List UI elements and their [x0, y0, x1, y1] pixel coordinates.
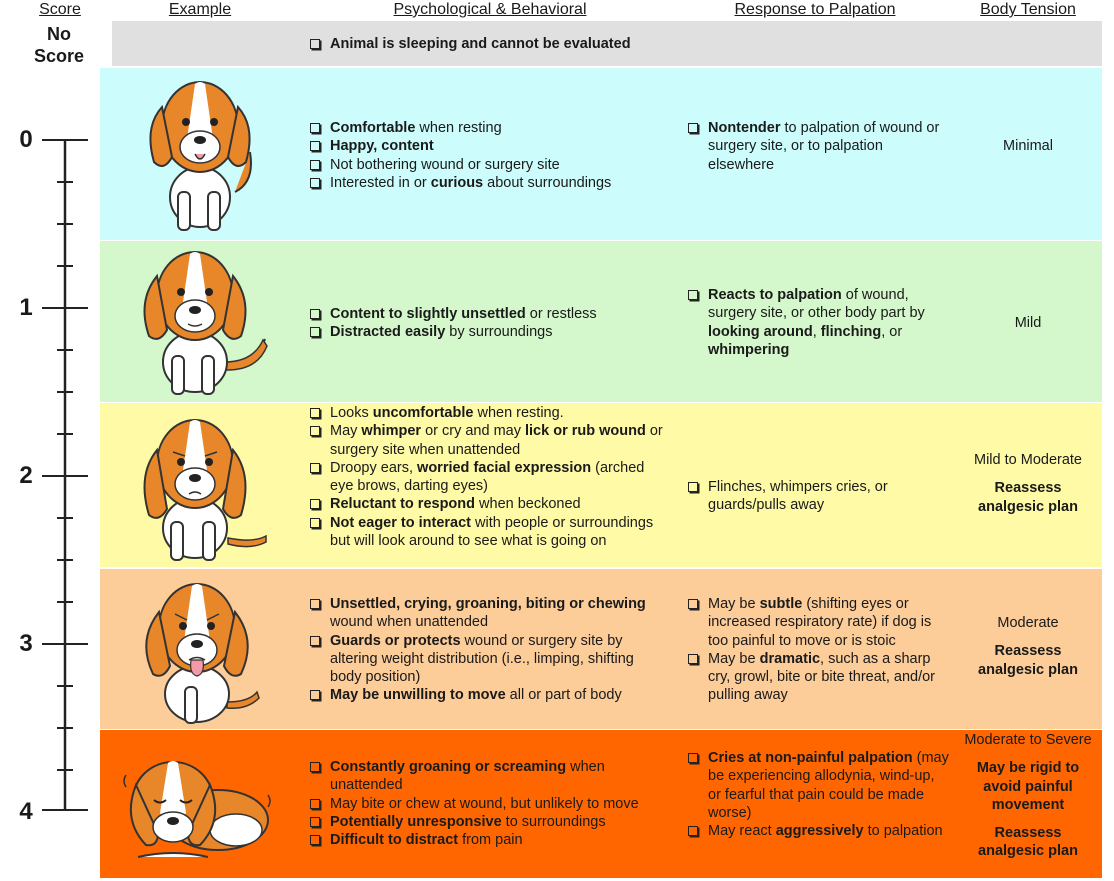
checkbox-item: Looks uncomfortable when resting. — [308, 404, 668, 422]
checkbox-item: Flinches, whimpers cries, or guards/pull… — [686, 478, 946, 515]
header-palpation: Response to Palpation — [734, 1, 896, 18]
pain-scale-ruler — [42, 139, 88, 811]
checkbox-item: Guards or protects wound or surgery site… — [308, 632, 668, 687]
dog-illustration-severe — [123, 761, 271, 858]
scale-label-3: 3 — [19, 630, 33, 657]
palpation-cell-3: May be subtle (shifting eyes or increase… — [686, 595, 951, 705]
checkbox-item: Reluctant to respond when beckoned — [308, 495, 668, 513]
dog-illustration-painful — [145, 583, 260, 724]
checkbox-item: Unsettled, crying, groaning, biting or c… — [308, 595, 668, 632]
row-score-0 — [100, 68, 1102, 240]
tension-text: Reassess analgesic plan — [978, 480, 1078, 515]
psych-cell-4: Constantly groaning or screaming when un… — [308, 758, 668, 849]
palpation-cell-4: Cries at non-painful palpation (may be e… — [686, 749, 951, 840]
checkbox-item: Animal is sleeping and cannot be evaluat… — [308, 35, 708, 53]
dog-illustration-happy — [149, 81, 252, 231]
tension-text: Minimal — [1003, 138, 1053, 154]
checkbox-item: Constantly groaning or screaming when un… — [308, 758, 668, 795]
checkbox-item: Content to slightly unsettled or restles… — [308, 305, 668, 323]
checkbox-item: Distracted easily by surroundings — [308, 323, 668, 341]
dog-illustration-uncomfortable — [143, 419, 267, 561]
no-score-psych: Animal is sleeping and cannot be evaluat… — [308, 35, 708, 53]
scale-label-4: 4 — [19, 798, 33, 825]
row-no-score — [112, 21, 1102, 66]
checkbox-item: Reacts to palpation of wound, surgery si… — [686, 286, 951, 359]
tension-text: Moderate — [997, 615, 1059, 631]
checkbox-item: Not eager to interact with people or sur… — [308, 514, 668, 551]
no-score-label: No Score — [22, 23, 96, 67]
scale-label-1: 1 — [19, 294, 33, 321]
no-score-psych-text: Animal is sleeping and cannot be evaluat… — [330, 36, 631, 52]
no-score-label-line1: No — [47, 24, 71, 44]
row-score-4 — [100, 730, 1102, 878]
tension-text: May be rigid to avoid painful movement — [976, 760, 1080, 813]
checkbox-item: Not bothering wound or surgery site — [308, 156, 668, 174]
palpation-cell-0: Nontender to palpation of wound or surge… — [686, 119, 946, 174]
row-score-1 — [100, 241, 1102, 402]
checkbox-item: May be dramatic, such as a sharp cry, gr… — [686, 650, 951, 705]
checkbox-item: Potentially unresponsive to surroundings — [308, 813, 668, 831]
tension-text: Reassess analgesic plan — [978, 643, 1078, 678]
header-example: Example — [168, 1, 232, 18]
tension-cell-0: Minimal — [960, 137, 1096, 155]
tension-text: Mild to Moderate — [974, 452, 1082, 468]
no-score-label-line2: Score — [33, 46, 85, 66]
tension-cell-1: Mild — [960, 314, 1096, 332]
palpation-cell-2: Flinches, whimpers cries, or guards/pull… — [686, 478, 946, 515]
checkbox-item: Cries at non-painful palpation (may be e… — [686, 749, 951, 822]
psych-cell-1: Content to slightly unsettled or restles… — [308, 305, 668, 342]
header-tension: Body Tension — [980, 1, 1076, 18]
checkbox-item: May whimper or cry and may lick or rub w… — [308, 422, 668, 459]
tension-text: Moderate to Severe — [964, 732, 1092, 748]
checkbox-item: Droopy ears, worried facial expression (… — [308, 459, 668, 496]
tension-text: Mild — [1014, 315, 1042, 331]
checkbox-item: Interested in or curious about surroundi… — [308, 174, 668, 192]
palpation-cell-1: Reacts to palpation of wound, surgery si… — [686, 286, 951, 359]
psych-cell-3: Unsettled, crying, groaning, biting or c… — [308, 595, 668, 705]
row-score-2 — [100, 403, 1102, 567]
checkbox-item: Nontender to palpation of wound or surge… — [686, 119, 946, 174]
checkbox-item: May be unwilling to move all or part of … — [308, 686, 668, 704]
checkbox-item: May be subtle (shifting eyes or increase… — [686, 595, 951, 650]
scale-label-2: 2 — [19, 462, 33, 489]
header-psych: Psychological & Behavioral — [393, 1, 587, 18]
checkbox-item: Difficult to distract from pain — [308, 831, 668, 849]
checkbox-item: May react aggressively to palpation — [686, 822, 951, 840]
tension-text: Reassess analgesic plan — [978, 825, 1078, 860]
psych-cell-2: Looks uncomfortable when resting.May whi… — [308, 404, 668, 550]
checkbox-item: Comfortable when resting — [308, 119, 668, 137]
checkbox-item: May bite or chew at wound, but unlikely … — [308, 795, 668, 813]
scale-label-0: 0 — [19, 126, 33, 153]
row-score-3 — [100, 569, 1102, 729]
checkbox-item: Happy, content — [308, 137, 668, 155]
header-score: Score — [39, 1, 81, 18]
dog-illustration-content — [143, 251, 268, 395]
